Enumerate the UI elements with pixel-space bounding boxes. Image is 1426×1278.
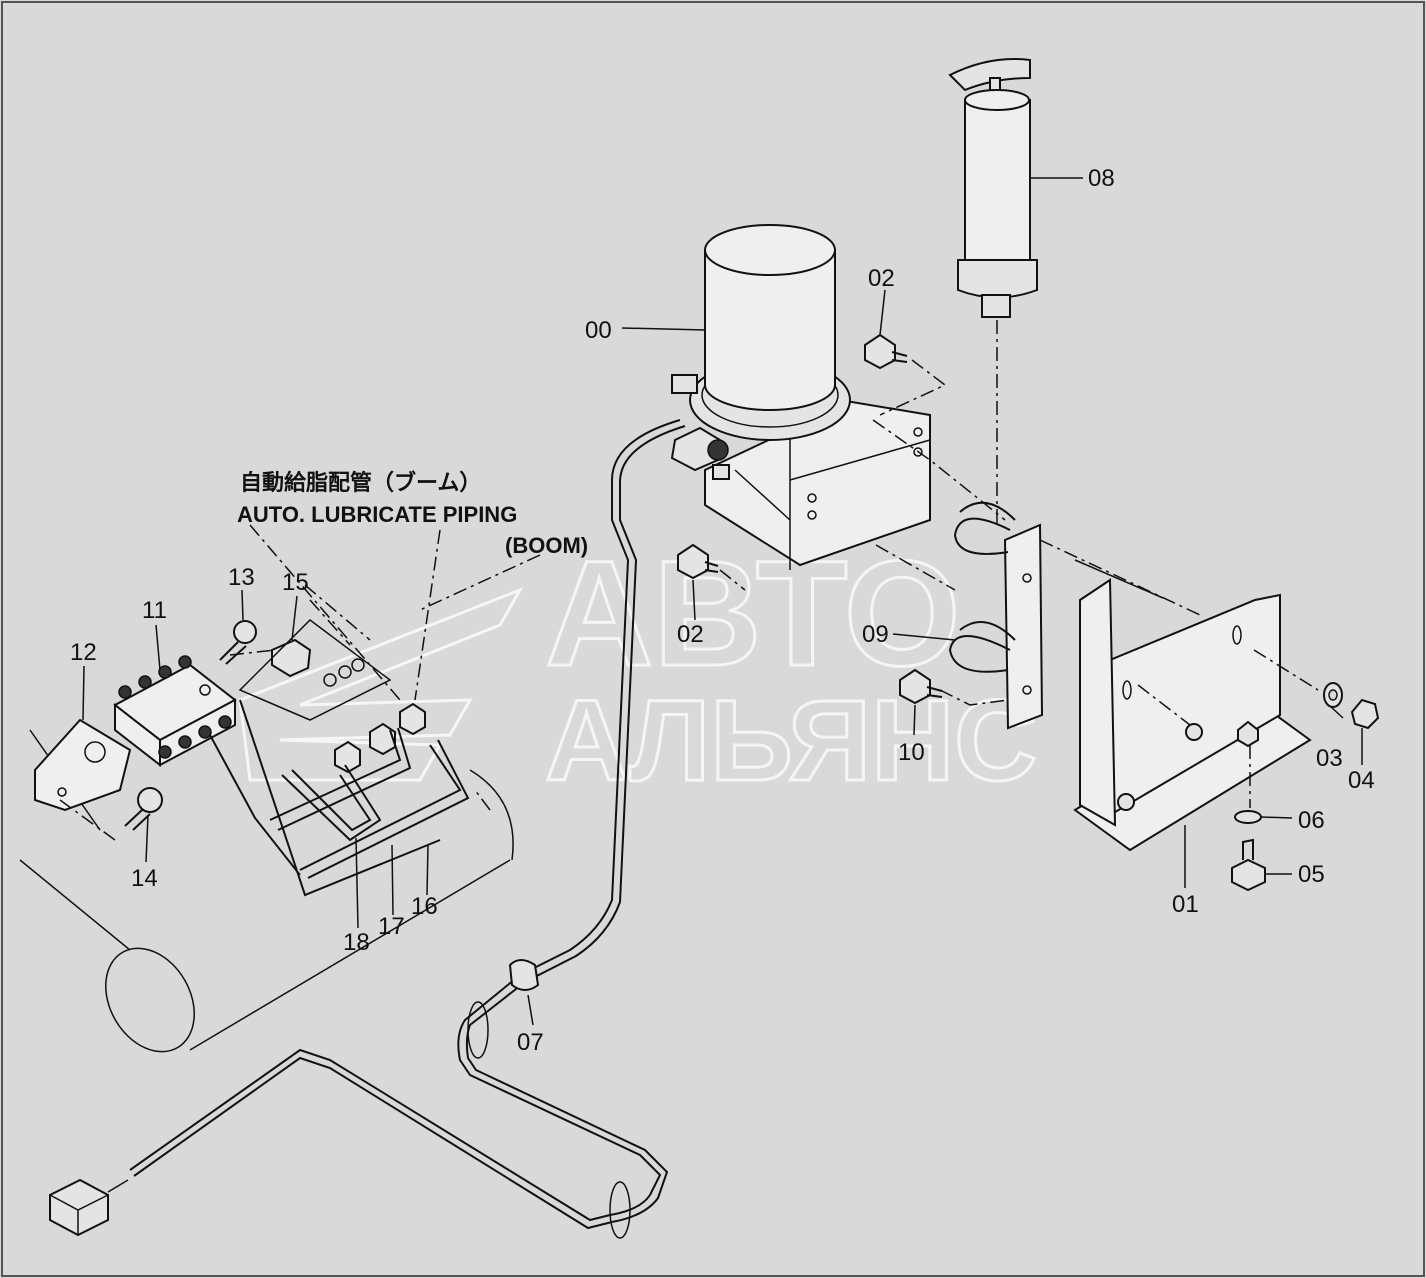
bracket-12 bbox=[34, 718, 132, 812]
label-00: 00 bbox=[585, 317, 612, 344]
caption-japanese: 自動給脂配管（ブーム） bbox=[240, 470, 481, 495]
label-12: 12 bbox=[70, 639, 97, 666]
bracket-post bbox=[1079, 578, 1117, 827]
lubrication-pump bbox=[670, 224, 931, 570]
washer-06 bbox=[1234, 810, 1262, 824]
label-04: 04 bbox=[1348, 767, 1375, 794]
part-labels: 00 08 02 02 09 10 03 04 06 05 01 07 11 1… bbox=[70, 165, 1375, 1056]
label-02-lower: 02 bbox=[677, 621, 704, 648]
label-07: 07 bbox=[517, 1029, 544, 1056]
clamp-plate bbox=[1003, 523, 1044, 730]
label-15: 15 bbox=[282, 569, 309, 596]
pipe-mounting-plate bbox=[238, 619, 392, 721]
grease-gun bbox=[948, 58, 1038, 318]
bolt-14 bbox=[137, 787, 163, 813]
label-18: 18 bbox=[343, 929, 370, 956]
label-17: 17 bbox=[378, 913, 405, 940]
pipe-18 bbox=[281, 764, 382, 842]
elbow-15 bbox=[271, 638, 312, 678]
nut-04 bbox=[1350, 698, 1380, 730]
watermark-logo-wing bbox=[238, 587, 524, 782]
lube-line bbox=[49, 419, 686, 1239]
label-10: 10 bbox=[898, 739, 925, 766]
caption-english-line2: (BOOM) bbox=[505, 533, 588, 558]
pressure-sensor bbox=[49, 1178, 109, 1237]
clamp-band-upper bbox=[953, 517, 1011, 555]
label-16: 16 bbox=[411, 893, 438, 920]
line-clamp-07 bbox=[508, 959, 540, 991]
section-caption: 自動給脂配管（ブーム） AUTO. LUBRICATE PIPING (BOOM… bbox=[237, 470, 588, 558]
caption-english-line1: AUTO. LUBRICATE PIPING bbox=[237, 502, 517, 527]
boom-section bbox=[19, 619, 514, 1053]
pipe-16 bbox=[299, 744, 462, 871]
pipe-17 bbox=[269, 729, 402, 821]
label-01: 01 bbox=[1172, 891, 1199, 918]
label-06: 06 bbox=[1298, 807, 1325, 834]
label-09: 09 bbox=[862, 621, 889, 648]
label-14: 14 bbox=[131, 865, 158, 892]
boom-tube bbox=[19, 859, 511, 1051]
leader-lines bbox=[82, 177, 1363, 1026]
hardware bbox=[677, 333, 1380, 892]
alignment-lines bbox=[59, 320, 1319, 841]
grease-gun-handle bbox=[948, 58, 1031, 92]
pump-reservoir-top bbox=[704, 224, 836, 276]
watermark-line1: АВТО bbox=[545, 529, 961, 697]
label-05: 05 bbox=[1298, 861, 1325, 888]
pump-reservoir bbox=[704, 249, 836, 411]
clamp-band-lower bbox=[948, 635, 1011, 673]
bolt-05 bbox=[1231, 858, 1266, 892]
label-13: 13 bbox=[228, 564, 255, 591]
bolt-02-upper bbox=[864, 333, 896, 370]
label-08: 08 bbox=[1088, 165, 1115, 192]
bolt-13 bbox=[233, 620, 257, 644]
label-11: 11 bbox=[142, 597, 167, 624]
lube-line-main bbox=[129, 419, 681, 1222]
label-02-upper: 02 bbox=[868, 265, 895, 292]
label-03: 03 bbox=[1316, 745, 1343, 772]
